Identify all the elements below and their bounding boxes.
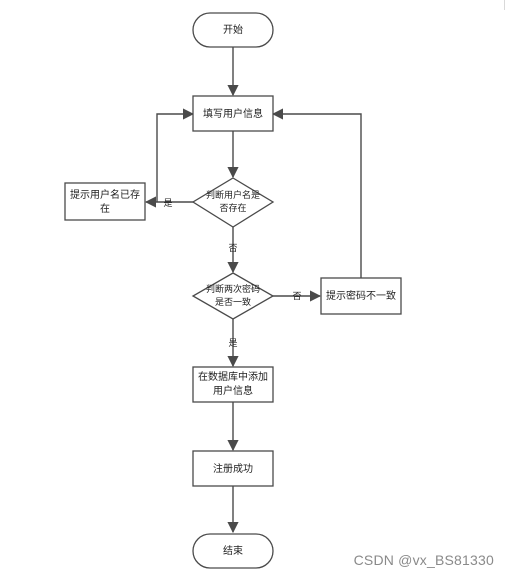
fill-user-info-node: 填写用户信息 bbox=[192, 95, 274, 132]
add-db-node: 在数据库中添加 用户信息 bbox=[192, 366, 274, 403]
no-down-label: 否 bbox=[228, 243, 237, 254]
start-label: 开始 bbox=[223, 23, 243, 36]
yes-left-label: 是 bbox=[163, 198, 172, 209]
yes-down-label: 是 bbox=[228, 338, 237, 349]
register-success-node: 注册成功 bbox=[192, 450, 274, 487]
arrow-username-exists-back bbox=[156, 108, 195, 202]
start-node: 开始 bbox=[192, 12, 274, 48]
username-check-label-line-1: 判断用户名是 bbox=[206, 189, 260, 201]
password-check-node: 判断两次密码 是否一致 bbox=[191, 272, 275, 320]
end-node: 结束 bbox=[192, 533, 274, 569]
end-label: 结束 bbox=[223, 544, 243, 557]
add-db-label-line-1: 在数据库中添加 bbox=[198, 370, 268, 383]
username-exists-node: 提示用户名已存 在 bbox=[64, 182, 146, 221]
register-success-label: 注册成功 bbox=[213, 462, 253, 475]
arrow-password-mismatch-back bbox=[271, 108, 362, 278]
username-check-label-line-2: 否存在 bbox=[219, 202, 246, 214]
password-check-label-line-2: 是否一致 bbox=[215, 296, 251, 308]
password-check-label-line-1: 判断两次密码 bbox=[206, 283, 260, 295]
password-mismatch-node: 提示密码不一致 bbox=[320, 277, 402, 315]
fill-user-info-label: 填写用户信息 bbox=[203, 107, 263, 120]
password-mismatch-label: 提示密码不一致 bbox=[326, 289, 396, 302]
add-db-label-line-2: 用户信息 bbox=[213, 384, 253, 397]
no-right-label: 否 bbox=[292, 291, 301, 302]
username-exists-label-line-1: 提示用户名已存 bbox=[70, 188, 140, 201]
csdn-watermark: CSDN @vx_BS81330 bbox=[353, 552, 494, 568]
username-check-node: 判断用户名是 否存在 bbox=[191, 177, 275, 228]
username-exists-label-line-2: 在 bbox=[100, 203, 110, 215]
page-edge-divider bbox=[504, 0, 505, 10]
